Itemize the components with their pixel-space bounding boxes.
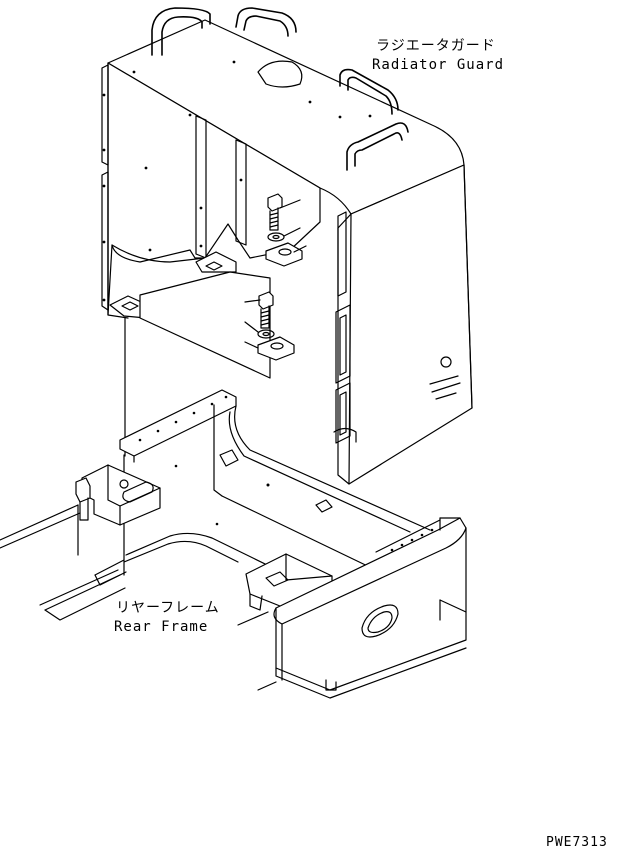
radiator-guard-label-jp: ラジエータガード	[376, 38, 496, 54]
rear-frame-label-en: Rear Frame	[114, 619, 208, 635]
labels: ラジエータガード Radiator Guard リヤーフレーム Rear Fra…	[114, 38, 608, 850]
rear-frame	[0, 389, 467, 699]
rear-frame-label-jp: リヤーフレーム	[116, 600, 220, 616]
hardware-set	[244, 193, 307, 361]
radiator-guard-label-en: Radiator Guard	[372, 57, 504, 73]
drawing-code: PWE7313	[546, 835, 608, 850]
radiator-guard	[101, 7, 473, 485]
